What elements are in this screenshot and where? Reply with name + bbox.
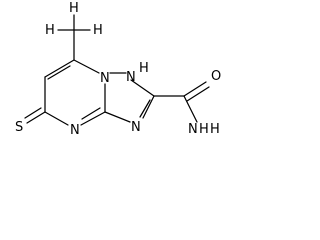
methyl-h-left-label: H <box>45 23 55 38</box>
amide-n-label: N <box>188 122 198 137</box>
ring-double-bond-n4-c3a <box>81 107 101 120</box>
carbonyl-o-label: O <box>211 69 221 84</box>
ring-bond-c7-c6 <box>44 59 75 78</box>
methyl-h-right-label: H <box>93 23 103 38</box>
ring-bond-n1-c2 <box>130 79 155 97</box>
lower-n-label: N <box>70 123 80 138</box>
ring-bond-n4-c3a <box>80 111 106 126</box>
carbonyl-bond <box>183 81 207 97</box>
ring-nh-h-label: H <box>139 61 149 76</box>
ring-bond-c2-n3 <box>142 95 155 119</box>
thione-bond <box>26 111 46 124</box>
thione-double-bond <box>24 107 42 119</box>
ring-double-bond-c7-c6 <box>47 65 71 80</box>
carbonyl-double-bond <box>186 86 210 102</box>
ring-bond-n8-c7 <box>73 59 100 74</box>
imine-n-label: N <box>131 120 141 135</box>
ring-bond-c5-n4 <box>44 111 69 126</box>
amide-n-bond <box>183 95 198 123</box>
ring-double-bond-c2-n3 <box>139 99 151 118</box>
ring-nh-n-label: N <box>126 70 136 85</box>
molecule-structure: H H H S N N N H N O N H H <box>15 1 221 138</box>
amide-h2-label: H <box>210 122 220 137</box>
methyl-h-top-label: H <box>69 1 79 16</box>
ring-bond-n3-c3a <box>104 111 131 123</box>
ring-n-label: N <box>100 71 110 86</box>
thione-s-label: S <box>15 120 23 135</box>
amide-h-label: H <box>199 122 209 137</box>
